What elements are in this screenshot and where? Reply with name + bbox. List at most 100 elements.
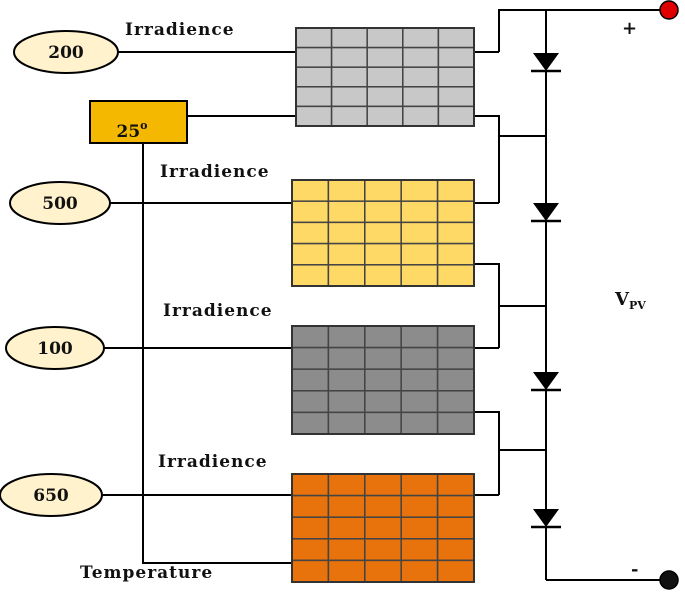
panel-cell	[295, 27, 333, 49]
temperature-value: 25o	[116, 119, 147, 142]
panel-cell	[327, 368, 366, 392]
panel-cell	[402, 27, 440, 49]
panel-cell	[400, 559, 439, 583]
negative-sign: -	[631, 559, 638, 580]
panel-cell	[437, 66, 475, 88]
panel-cell	[364, 346, 402, 370]
positive-rail-wire	[498, 9, 662, 52]
panel-cell	[364, 559, 402, 583]
panel-cell	[400, 411, 439, 435]
panel-cell	[436, 473, 475, 497]
panel-cell	[400, 473, 439, 497]
panel-cell	[295, 46, 333, 68]
irradiance-input-2: 500	[9, 181, 111, 225]
panel-cell	[364, 325, 402, 349]
irradiance-label-2: Irradience	[160, 162, 270, 182]
panel-cell	[364, 368, 402, 392]
series-link-3-4	[474, 411, 500, 495]
panel-cell	[327, 346, 366, 370]
temperature-box	[89, 100, 188, 144]
panel-cell	[327, 242, 366, 266]
solar-panel-4	[291, 473, 475, 583]
panel-cell	[436, 325, 475, 349]
irradiance-input-1: 200	[13, 30, 119, 74]
panel-cell	[400, 538, 439, 562]
irradiance-oval	[0, 473, 103, 517]
panel-cell	[327, 264, 366, 287]
panel-cell	[364, 538, 402, 562]
panel-cell	[364, 411, 402, 435]
panel-cell	[436, 516, 475, 540]
panel-cell	[291, 325, 330, 349]
panel-cell	[400, 516, 439, 540]
panel-cell	[291, 346, 330, 370]
series-link-1-2	[474, 115, 500, 203]
panel-cell	[327, 221, 366, 245]
panel-cell	[400, 325, 439, 349]
panel-cell	[291, 264, 330, 287]
panel-cell	[327, 325, 366, 349]
panel-cell	[436, 221, 475, 245]
panel-cell	[436, 242, 475, 266]
irradiance-input-4: 650	[0, 473, 103, 517]
panel-cell	[364, 264, 402, 287]
irradiance-value: 650	[33, 486, 69, 506]
panel-frame	[291, 325, 475, 435]
irradiance-value: 100	[37, 339, 73, 359]
panel-cell	[400, 390, 439, 414]
panel-cell	[327, 516, 366, 540]
panel-cell	[400, 346, 439, 370]
panel-cell	[291, 221, 330, 245]
panel-cell	[437, 105, 475, 127]
panel-cell	[327, 473, 366, 497]
panel-cell	[402, 105, 440, 127]
panel-cell	[364, 221, 402, 245]
panel-cell	[436, 368, 475, 392]
panel-cell	[400, 179, 439, 202]
panel-cell	[437, 27, 475, 49]
panel-cell	[400, 368, 439, 392]
bypass-diode-2-icon	[533, 203, 559, 221]
panel-cell	[327, 559, 366, 583]
irradiance-input-3: 100	[5, 326, 105, 370]
panel-cell	[437, 86, 475, 108]
panel-cell	[295, 66, 333, 88]
panel-cell	[400, 494, 439, 518]
bypass-diode-1-icon	[533, 53, 559, 71]
panel-cell	[291, 390, 330, 414]
bypass-diode-3-icon	[533, 372, 559, 390]
panel-cell	[327, 200, 366, 224]
panel-cell	[295, 105, 333, 127]
irradiance-oval	[5, 326, 105, 370]
panel-cell	[366, 27, 404, 49]
panel-cell	[436, 494, 475, 518]
panel-cell	[327, 179, 366, 202]
panel-cell	[436, 179, 475, 202]
panel-cell	[366, 105, 404, 127]
panel-cell	[291, 538, 330, 562]
panel-cell	[364, 179, 402, 202]
panel-cell	[291, 200, 330, 224]
panel-cell	[327, 411, 366, 435]
panel-cell	[400, 200, 439, 224]
irradiance-value: 500	[42, 194, 78, 214]
panel-cell	[291, 368, 330, 392]
bypass-diode-4-icon	[533, 509, 559, 527]
panel-cell	[400, 221, 439, 245]
panel-cell	[436, 411, 475, 435]
panel-cell	[291, 494, 330, 518]
panel-cell	[327, 494, 366, 518]
panel-cell	[400, 264, 439, 287]
irradiance-label-4: Irradience	[158, 452, 268, 472]
panel-cell	[291, 242, 330, 266]
output-voltage-label: VPV	[614, 289, 646, 312]
irradiance-value: 200	[48, 43, 84, 63]
panel-cell	[330, 46, 368, 68]
panel-cell	[330, 27, 368, 49]
panel-frame	[291, 179, 475, 287]
positive-sign: +	[622, 18, 637, 39]
panel-cell	[436, 390, 475, 414]
negative-terminal	[659, 570, 679, 590]
panel-frame	[291, 473, 475, 583]
